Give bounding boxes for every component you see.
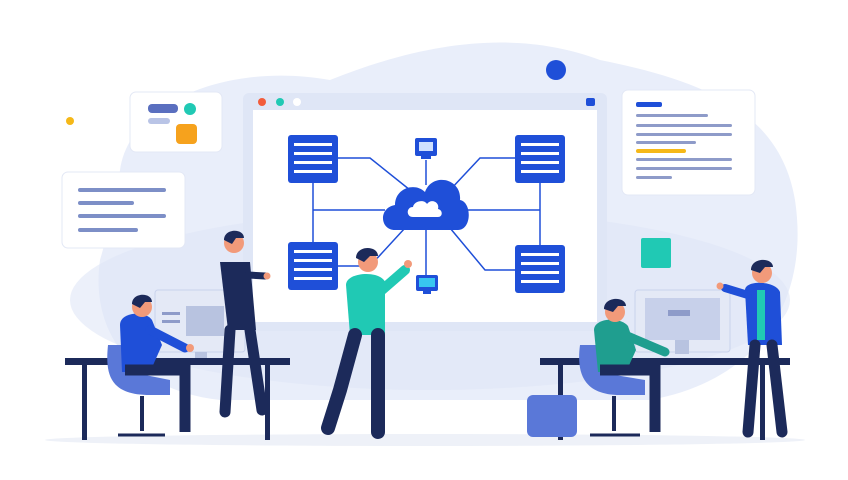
teal-square <box>641 238 671 268</box>
text-card-left <box>61 171 186 249</box>
person-standing-center <box>321 247 412 439</box>
person-seated-right <box>579 298 670 437</box>
server-icon <box>288 242 338 290</box>
person-standing-right <box>716 259 788 438</box>
network-links <box>312 157 541 275</box>
desk-right <box>527 289 790 440</box>
desk-left <box>65 289 290 440</box>
person-standing-presenter <box>219 230 271 418</box>
blue-dot <box>546 60 566 80</box>
server-icon <box>288 135 338 183</box>
yellow-dot <box>66 117 74 125</box>
cloud-icon <box>382 179 469 230</box>
server-icon <box>515 245 565 293</box>
server-icon <box>515 135 565 183</box>
text-card-right <box>621 89 756 196</box>
monitor-icon <box>416 275 438 294</box>
toggle-card <box>129 91 223 153</box>
monitor-icon <box>415 138 437 159</box>
person-seated-left <box>107 294 194 437</box>
